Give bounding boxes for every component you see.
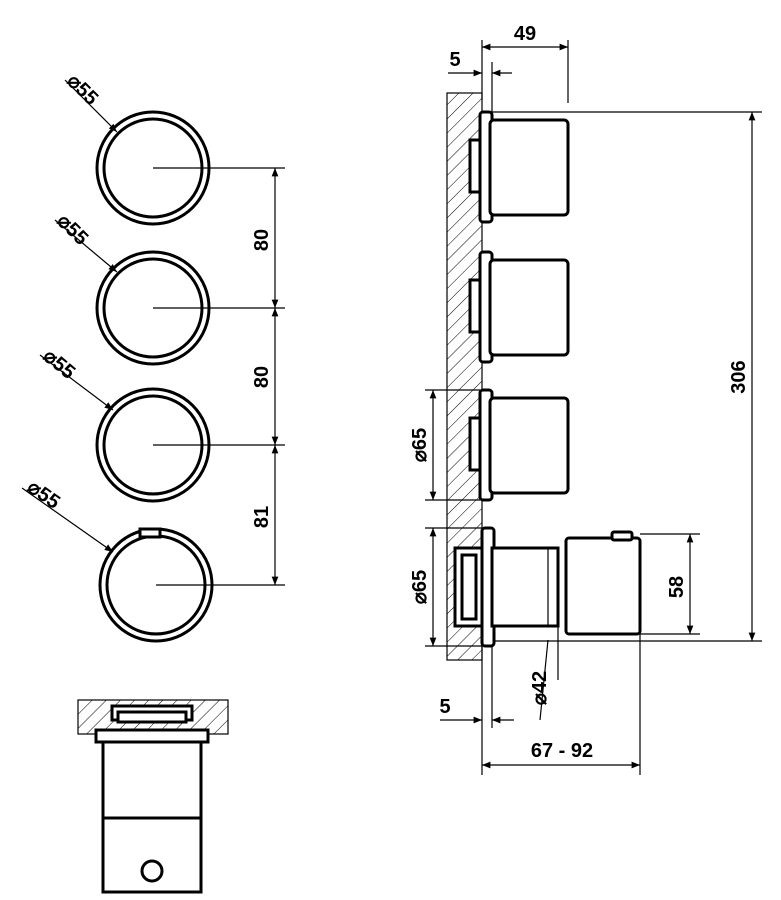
outlet-hole [140, 859, 164, 883]
svg-text:⌀42: ⌀42 [529, 671, 551, 705]
bottom-offset-label: 5 [439, 696, 450, 718]
dim-flange-upper: ⌀65 [409, 389, 480, 501]
top-depth-label: 49 [514, 23, 536, 45]
spacing-3-label: 81 [251, 506, 273, 528]
svg-text:⌀55: ⌀55 [62, 70, 102, 110]
handle-2 [468, 250, 570, 364]
dim-overall-height: 306 [492, 111, 762, 642]
projection-label: 67 - 92 [531, 740, 593, 762]
diameter-symbol: ⌀ [409, 450, 431, 462]
diameter-symbol: ⌀ [529, 693, 551, 705]
svg-text:⌀65: ⌀65 [409, 428, 431, 462]
knob-3: ⌀55 [39, 345, 285, 503]
front-view: ⌀55 ⌀55 ⌀55 [21, 70, 285, 643]
svg-text:⌀55: ⌀55 [52, 210, 92, 250]
dim-top-depth: 49 [481, 23, 569, 103]
diameter-symbol: ⌀ [409, 592, 431, 604]
svg-text:⌀65: ⌀65 [409, 570, 431, 604]
dim-spout-height: 58 [640, 533, 700, 635]
knob-4: ⌀55 [21, 476, 285, 643]
side-view: 49 5 306 ⌀65 [409, 23, 762, 775]
spacing-1-label: 80 [251, 229, 273, 251]
svg-text:⌀55: ⌀55 [39, 345, 79, 384]
handle-1 [468, 110, 570, 224]
knob-2: ⌀55 [52, 210, 285, 366]
spacing-2-label: 80 [251, 366, 273, 388]
top-offset-label: 5 [449, 49, 460, 71]
dim-flange-lower: ⌀65 [409, 527, 482, 647]
svg-text:⌀55: ⌀55 [23, 476, 64, 514]
spacing-dimensions: 80 80 81 [251, 168, 279, 585]
dim-spout-diameter: ⌀42 [529, 548, 559, 721]
bottom-view [77, 699, 229, 894]
dim-bottom-offset: 5 [439, 646, 514, 775]
spout [453, 526, 642, 648]
dim-projection: 67 - 92 [482, 634, 641, 775]
flange-lower-label: 65 [409, 570, 431, 592]
overall-height-label: 306 [728, 360, 750, 393]
flange-upper-label: 65 [409, 428, 431, 450]
spout-diameter-label: 42 [529, 671, 551, 693]
spout-height-label: 58 [666, 576, 688, 598]
knob-1: ⌀55 [62, 70, 285, 226]
handle-3 [468, 388, 570, 502]
dim-top-offset: 5 [448, 49, 512, 112]
